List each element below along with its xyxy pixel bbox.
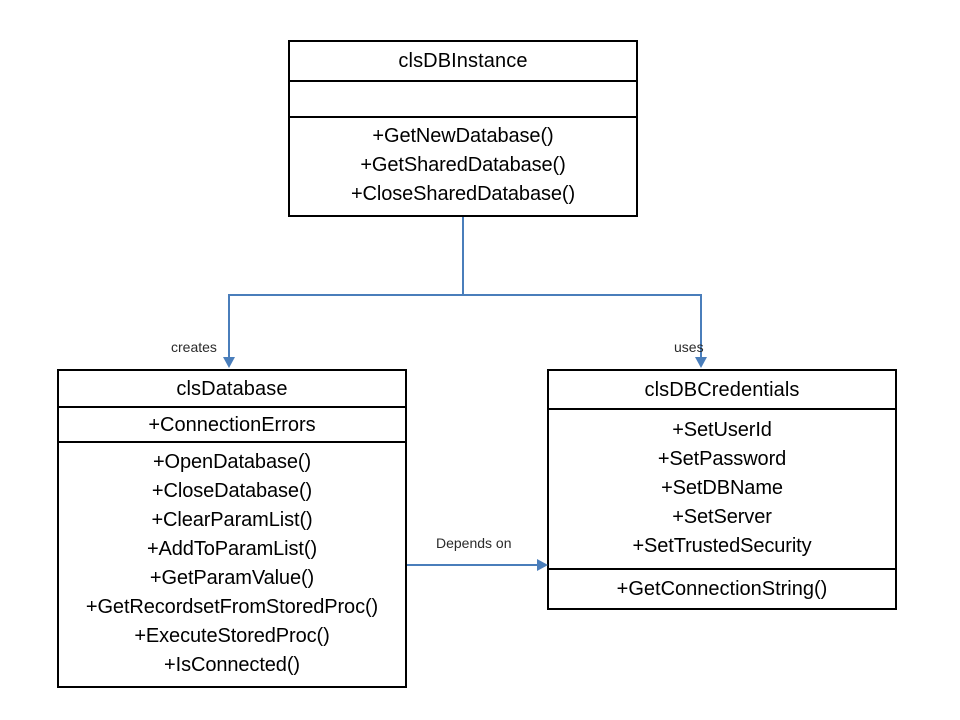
class-methods-compartment: +GetConnectionString() bbox=[549, 568, 895, 608]
relationship-label-depends-on: Depends on bbox=[436, 535, 512, 551]
class-name: clsDatabase bbox=[176, 377, 288, 400]
relationship-label-uses: uses bbox=[674, 339, 704, 355]
class-method: +AddToParamList() bbox=[146, 538, 318, 560]
arrowhead-down-icon bbox=[223, 357, 235, 368]
class-attribute: +ConnectionErrors bbox=[148, 413, 316, 436]
class-box-clsdbcredentials[interactable]: clsDBCredentials +SetUserId +SetPassword… bbox=[547, 369, 897, 610]
class-method: +GetParamValue() bbox=[149, 567, 315, 589]
connector-depends-on-line bbox=[407, 564, 540, 566]
class-method: +ExecuteStoredProc() bbox=[134, 625, 330, 647]
connector-uses-line bbox=[700, 294, 702, 361]
class-attribute: +SetTrustedSecurity bbox=[632, 535, 812, 557]
class-method: +CloseSharedDatabase() bbox=[350, 183, 576, 205]
class-name-compartment: clsDatabase bbox=[59, 371, 405, 406]
class-attributes-compartment: +SetUserId +SetPassword +SetDBName +SetS… bbox=[549, 408, 895, 568]
arrowhead-right-icon bbox=[537, 559, 548, 571]
class-method: +CloseDatabase() bbox=[151, 480, 313, 502]
class-method: +ClearParamList() bbox=[151, 509, 313, 531]
class-attributes-compartment: +ConnectionErrors bbox=[59, 406, 405, 441]
class-box-clsdbinstance[interactable]: clsDBInstance +GetNewDatabase() +GetShar… bbox=[288, 40, 638, 217]
class-attribute: +SetPassword bbox=[657, 448, 787, 470]
class-attribute: +SetUserId bbox=[672, 419, 772, 441]
class-attribute: +SetDBName bbox=[661, 477, 783, 499]
class-methods-compartment: +OpenDatabase() +CloseDatabase() +ClearP… bbox=[59, 441, 405, 686]
class-attribute: +SetServer bbox=[672, 506, 772, 528]
connector-trunk-line bbox=[462, 217, 464, 295]
class-method: +GetNewDatabase() bbox=[372, 125, 554, 147]
class-methods-compartment: +GetNewDatabase() +GetSharedDatabase() +… bbox=[290, 116, 636, 215]
class-name: clsDBCredentials bbox=[644, 378, 800, 401]
class-box-clsdatabase[interactable]: clsDatabase +ConnectionErrors +OpenDatab… bbox=[57, 369, 407, 688]
class-method: +GetSharedDatabase() bbox=[360, 154, 566, 176]
arrowhead-down-icon bbox=[695, 357, 707, 368]
class-method: +GetRecordsetFromStoredProc() bbox=[85, 596, 379, 618]
class-name-compartment: clsDBInstance bbox=[290, 42, 636, 80]
class-method: +GetConnectionString() bbox=[616, 578, 828, 600]
connector-crossbar-line bbox=[228, 294, 702, 296]
class-method: +OpenDatabase() bbox=[152, 451, 312, 473]
class-name: clsDBInstance bbox=[398, 50, 528, 73]
class-attributes-compartment bbox=[290, 80, 636, 116]
class-method: +IsConnected() bbox=[164, 654, 300, 676]
connector-creates-line bbox=[228, 294, 230, 361]
relationship-label-creates: creates bbox=[171, 339, 217, 355]
class-name-compartment: clsDBCredentials bbox=[549, 371, 895, 408]
